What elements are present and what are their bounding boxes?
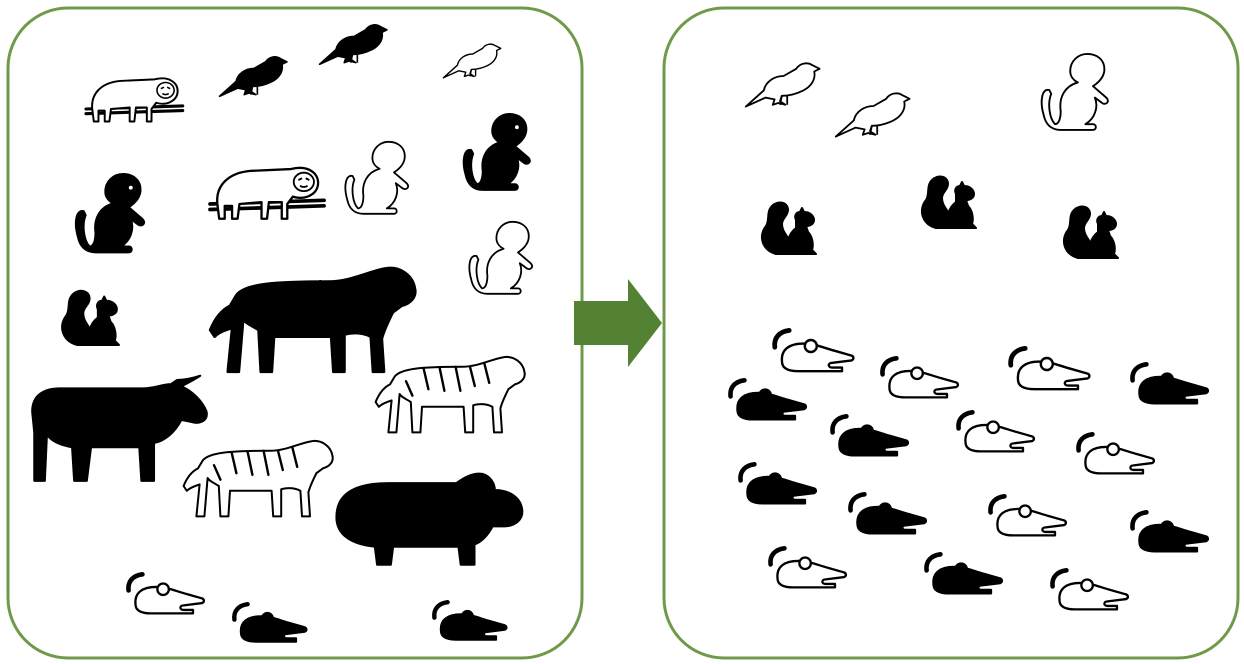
bird-icon [836,93,910,136]
sloth-icon [210,168,324,219]
mouse-icon [850,494,925,533]
mouse-icon [1078,434,1153,473]
mouse-icon [990,496,1065,535]
mouse-icon [128,574,203,613]
mouse-icon [775,330,854,371]
tiger-icon [376,357,525,432]
sloth-icon [86,78,183,121]
mouse-icon [882,358,957,397]
monkey-icon [345,142,408,214]
mouse-icon [740,464,815,503]
mouse-icon [434,602,506,639]
mouse-icon [958,412,1033,451]
bird-icon [443,44,500,78]
monkey-icon [1042,54,1108,130]
hippo-icon [337,474,523,565]
mouse-icon [926,554,1001,593]
mouse-icon [832,416,907,455]
bird-icon [746,63,820,106]
bird-icon [220,57,287,96]
tiger-icon [184,441,333,516]
tiger-icon [210,268,415,372]
mouse-icon [234,604,306,641]
monkey-icon [464,114,530,190]
arrow-right-icon [574,279,662,367]
bull-icon [32,376,207,481]
bird-icon [320,25,387,64]
mouse-icon [730,380,805,419]
squirrel-icon [1064,207,1118,258]
mouse-icon [770,548,845,587]
squirrel-icon [762,203,816,254]
squirrel-icon [62,291,119,345]
mouse-icon [1052,570,1127,609]
mouse-icon [1132,364,1207,403]
monkey-icon [76,174,144,252]
mouse-icon [1011,348,1090,389]
squirrel-icon [922,177,976,228]
mouse-icon [1132,512,1207,551]
monkey-icon [469,222,532,294]
